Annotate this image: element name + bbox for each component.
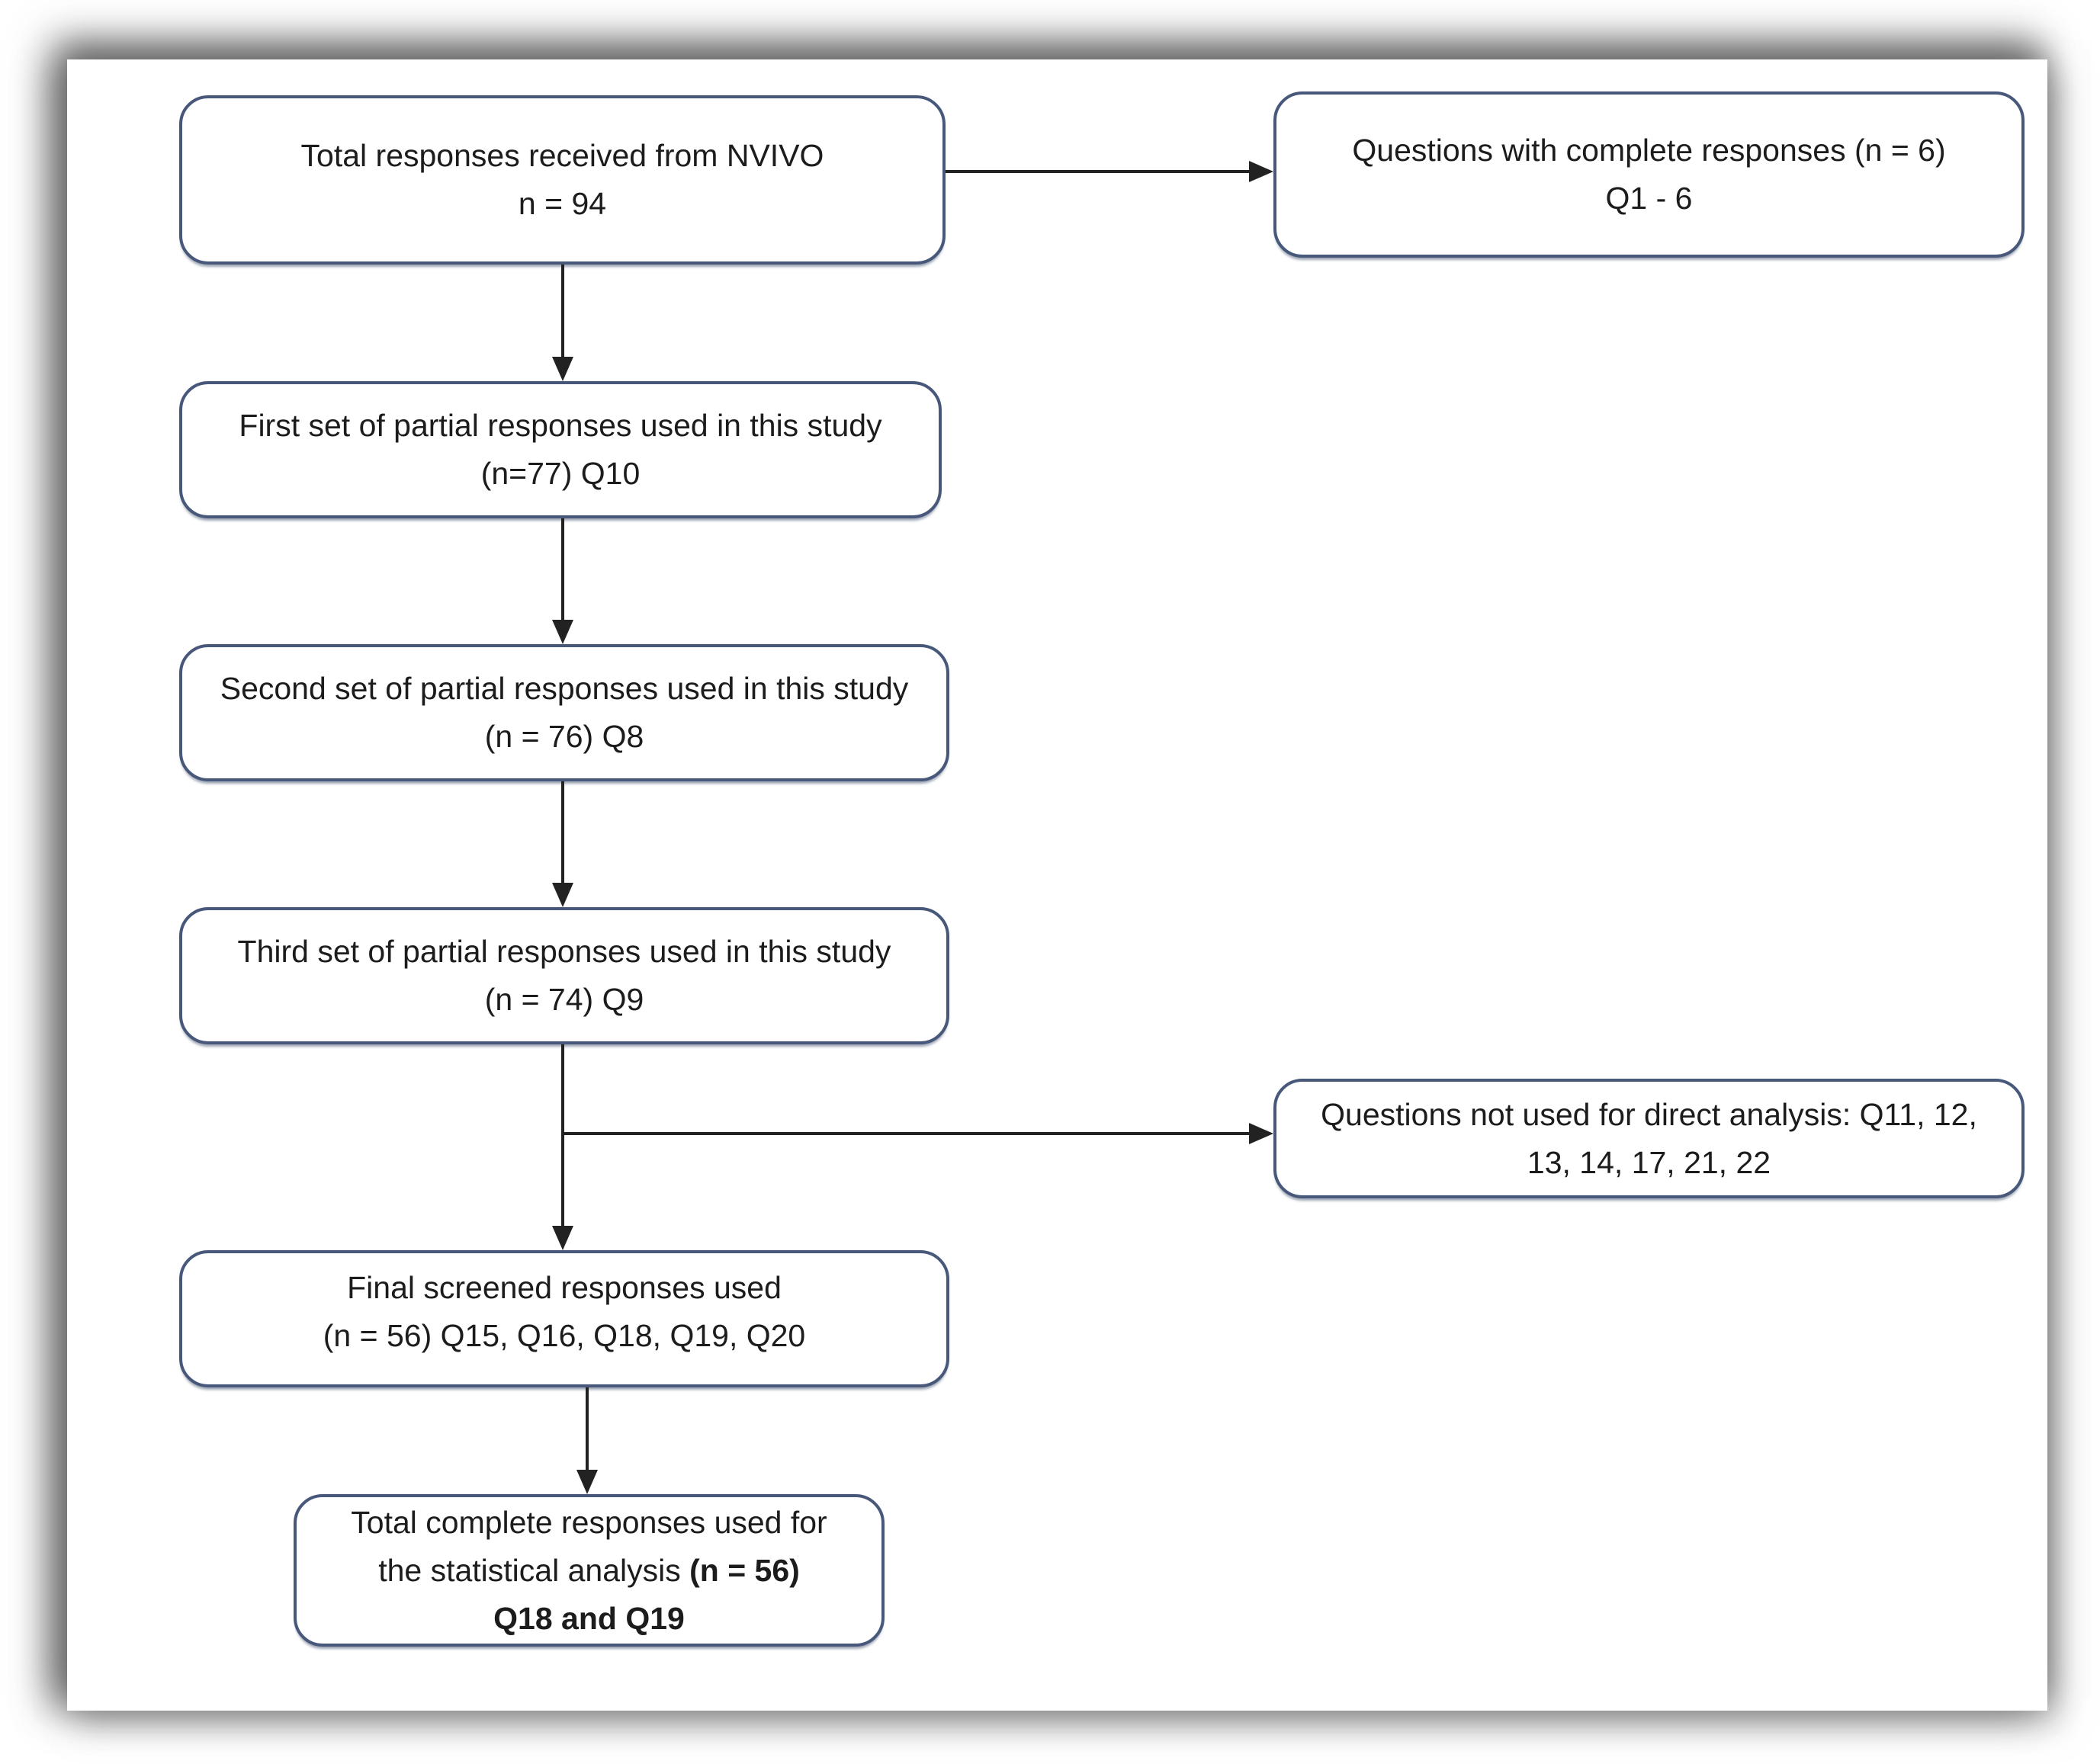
box-text-line: (n = 74) Q9 bbox=[484, 982, 644, 1017]
box-text-segment: the statistical analysis bbox=[378, 1552, 690, 1588]
box-text-line: Total complete responses used for bbox=[351, 1504, 827, 1540]
box-text-line: (n = 76) Q8 bbox=[484, 719, 644, 754]
box-text-line: Final screened responses used bbox=[347, 1270, 782, 1305]
flowchart-box-questions-not-used: Questions not used for direct analysis: … bbox=[1273, 1079, 2025, 1198]
box-text-line: Second set of partial responses used in … bbox=[220, 671, 909, 706]
flowchart-box-complete-responses: Questions with complete responses (n = 6… bbox=[1273, 91, 2025, 258]
flowchart-box-second-partial: Second set of partial responses used in … bbox=[179, 644, 949, 781]
box-text-line: Q18 and Q19 bbox=[493, 1600, 685, 1636]
connector-first-to-second bbox=[561, 518, 564, 624]
arrowhead-down bbox=[552, 1226, 573, 1250]
box-text-line: the statistical analysis (n = 56) bbox=[378, 1547, 800, 1595]
box-text-line: 13, 14, 17, 21, 22 bbox=[1527, 1144, 1771, 1180]
box-text-line: Total responses received from NVIVO bbox=[300, 138, 824, 173]
box-text-line: Third set of partial responses used in t… bbox=[237, 934, 891, 969]
connector-second-to-third bbox=[561, 781, 564, 887]
box-text-line: (n=77) Q10 bbox=[480, 456, 641, 491]
box-text-line: First set of partial responses used in t… bbox=[239, 408, 882, 443]
box-text-line: Q1 - 6 bbox=[1605, 181, 1693, 216]
flowchart-box-total-responses: Total responses received from NVIVO n = … bbox=[179, 95, 946, 265]
flowchart-box-total-complete: Total complete responses used for the st… bbox=[294, 1494, 885, 1647]
arrowhead-right bbox=[1249, 161, 1273, 182]
box-text-line: (n = 56) Q15, Q16, Q18, Q19, Q20 bbox=[323, 1318, 806, 1353]
box-text-segment-bold: (n = 56) bbox=[689, 1552, 800, 1588]
connector-final-to-total-complete bbox=[586, 1387, 589, 1474]
connector-total-to-complete bbox=[946, 170, 1254, 173]
connector-third-to-final bbox=[561, 1044, 564, 1230]
document-page: Total responses received from NVIVO n = … bbox=[67, 59, 2047, 1711]
box-text-line: n = 94 bbox=[518, 186, 607, 221]
arrowhead-down bbox=[576, 1470, 598, 1494]
flowchart-box-final-screened: Final screened responses used (n = 56) Q… bbox=[179, 1250, 949, 1387]
flowchart-box-first-partial: First set of partial responses used in t… bbox=[179, 381, 942, 518]
box-text-line: Questions not used for direct analysis: … bbox=[1321, 1096, 1977, 1132]
arrowhead-down bbox=[552, 883, 573, 907]
arrowhead-down bbox=[552, 620, 573, 644]
connector-total-to-first bbox=[561, 265, 564, 361]
flowchart-box-third-partial: Third set of partial responses used in t… bbox=[179, 907, 949, 1044]
connector-branch-to-not-used bbox=[561, 1132, 1254, 1135]
arrowhead-right bbox=[1249, 1123, 1273, 1144]
arrowhead-down bbox=[552, 357, 573, 381]
box-text-line: Questions with complete responses (n = 6… bbox=[1352, 133, 1946, 168]
